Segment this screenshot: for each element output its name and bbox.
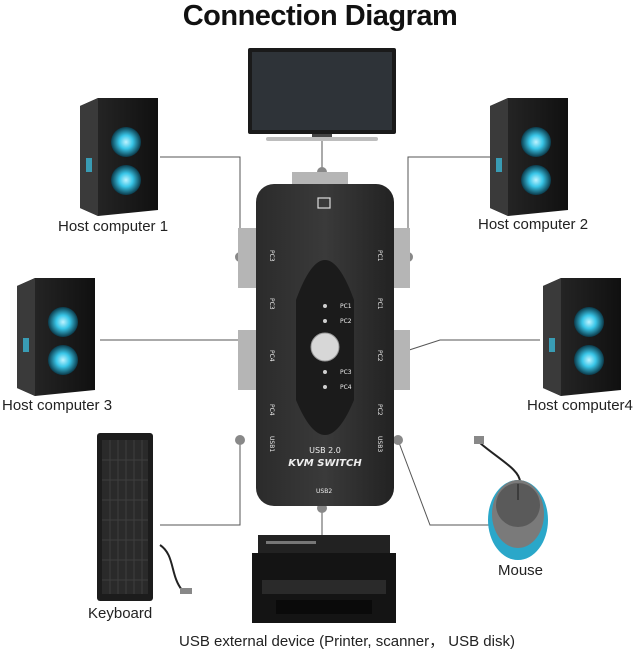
- port-label-left-4: PC4: [268, 404, 275, 416]
- led-label-pc3: PC3: [340, 369, 352, 376]
- usb2-label: USB2: [316, 488, 332, 495]
- port-label-left-2: PC3: [268, 298, 275, 310]
- led-label-pc1: PC1: [340, 303, 352, 310]
- vga-connector-left-1: [238, 228, 260, 288]
- switch-top-line: USB 2.0: [309, 446, 341, 455]
- port-label-right-1: PC1: [376, 250, 383, 262]
- port-label-left-1: PC3: [268, 250, 275, 262]
- kvm-switch: PC1 PC2 PC3 PC4 PC3 PC3 PC4 PC4 PC1 PC1 …: [238, 172, 410, 506]
- usb-port-icon: [317, 197, 331, 209]
- host-computer-4-label: Host computer4: [527, 397, 633, 414]
- page-title: Connection Diagram: [182, 0, 458, 32]
- port-label-left-3: PC4: [268, 350, 275, 362]
- host-computer-3-label: Host computer 3: [2, 397, 113, 414]
- printer-icon: [252, 535, 396, 623]
- usb1-label: USB1: [268, 436, 275, 452]
- port-label-right-4: PC2: [376, 404, 383, 416]
- host-computer-1-label: Host computer 1: [58, 218, 169, 235]
- host-computer-2-icon: [490, 98, 568, 216]
- mouse-icon: [474, 436, 548, 560]
- led-label-pc4: PC4: [340, 384, 352, 391]
- host-computer-4-icon: [543, 278, 621, 396]
- port-label-right-3: PC2: [376, 350, 383, 362]
- switch-brand: KVM SWITCH: [288, 458, 362, 469]
- monitor-icon: [248, 48, 396, 141]
- led-label-pc2: PC2: [340, 318, 352, 325]
- host-computer-1-icon: [80, 98, 158, 216]
- keyboard-icon: [97, 433, 192, 601]
- host-computer-3-icon: [17, 278, 95, 396]
- keyboard-label: Keyboard: [88, 605, 153, 622]
- vga-connector-left-2: [238, 330, 260, 390]
- port-label-right-2: PC1: [376, 298, 383, 310]
- host-computer-2-label: Host computer 2: [478, 216, 589, 233]
- switch-button: [310, 332, 340, 362]
- usb-device-label: USB external device (Printer, scanner， U…: [179, 633, 515, 650]
- mouse-label: Mouse: [498, 562, 544, 579]
- usb3-label: USB3: [376, 436, 383, 452]
